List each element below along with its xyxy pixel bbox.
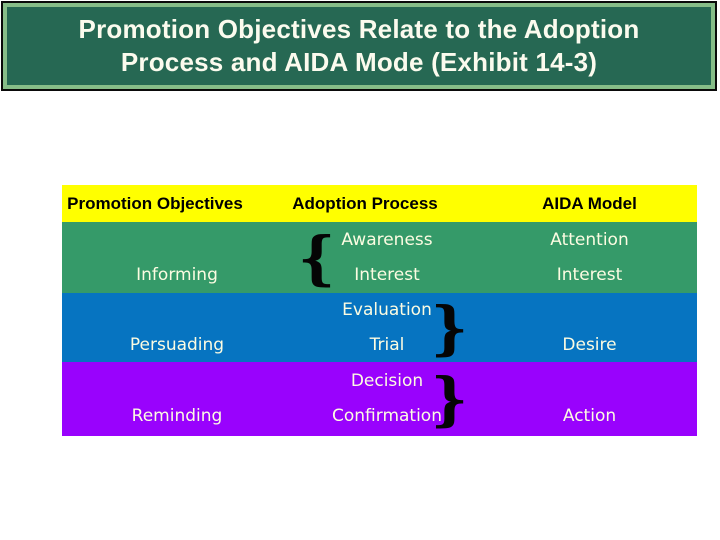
opening-brace-icon: { — [298, 223, 336, 292]
aida-attention-label: Attention — [550, 229, 629, 250]
cell-process-reminding: Decision Confirmation } — [292, 362, 482, 436]
process-trial-label: Trial — [369, 334, 405, 355]
aida-interest-label: Interest — [556, 264, 623, 285]
process-evaluation-label: Evaluation — [342, 299, 432, 320]
slide-title-line-1: Promotion Objectives Relate to the Adopt… — [78, 14, 640, 44]
process-decision-label: Decision — [350, 371, 424, 391]
cell-process-persuading: Evaluation Trial } — [292, 293, 482, 362]
slide-title-line-2: Process and AIDA Mode (Exhibit 14-3) — [120, 47, 598, 77]
closing-brace-icon: } — [430, 293, 468, 362]
cell-aida-reminding: Action — [482, 362, 697, 436]
cell-objective-reminding: Reminding — [62, 362, 292, 436]
header-promotion-objectives: Promotion Objectives — [67, 193, 243, 213]
objective-persuading-label: Persuading — [129, 334, 225, 355]
cell-aida-informing: Attention Interest — [482, 222, 697, 293]
header-adoption-process: Adoption Process — [292, 193, 438, 213]
cell-objective-persuading: Persuading — [62, 293, 292, 362]
cell-objective-informing: Informing — [62, 222, 292, 293]
aida-desire-label: Desire — [562, 334, 617, 355]
process-awareness-label: Awareness — [341, 229, 433, 250]
process-confirmation-label: Confirmation — [332, 406, 442, 426]
table-row-reminding: Reminding Decision Confirmation } Action — [62, 362, 697, 436]
cell-aida-persuading: Desire — [482, 293, 697, 362]
table-row-persuading: Persuading Evaluation Trial } Desire — [62, 293, 697, 362]
header-aida-model: AIDA Model — [542, 193, 637, 213]
objective-reminding-label: Reminding — [131, 406, 223, 426]
slide-title-banner: Promotion Objectives Relate to the Adopt… — [1, 1, 717, 91]
aida-action-label: Action — [562, 406, 617, 426]
table-header-row: Promotion Objectives Adoption Process AI… — [62, 185, 697, 222]
process-interest-label: Interest — [354, 264, 420, 285]
table-row-informing: Informing { Awareness Interest Attention… — [62, 222, 697, 293]
exhibit-table: Promotion Objectives Adoption Process AI… — [62, 185, 697, 436]
objective-informing-label: Informing — [136, 264, 218, 285]
cell-process-informing: { Awareness Interest — [292, 222, 482, 293]
